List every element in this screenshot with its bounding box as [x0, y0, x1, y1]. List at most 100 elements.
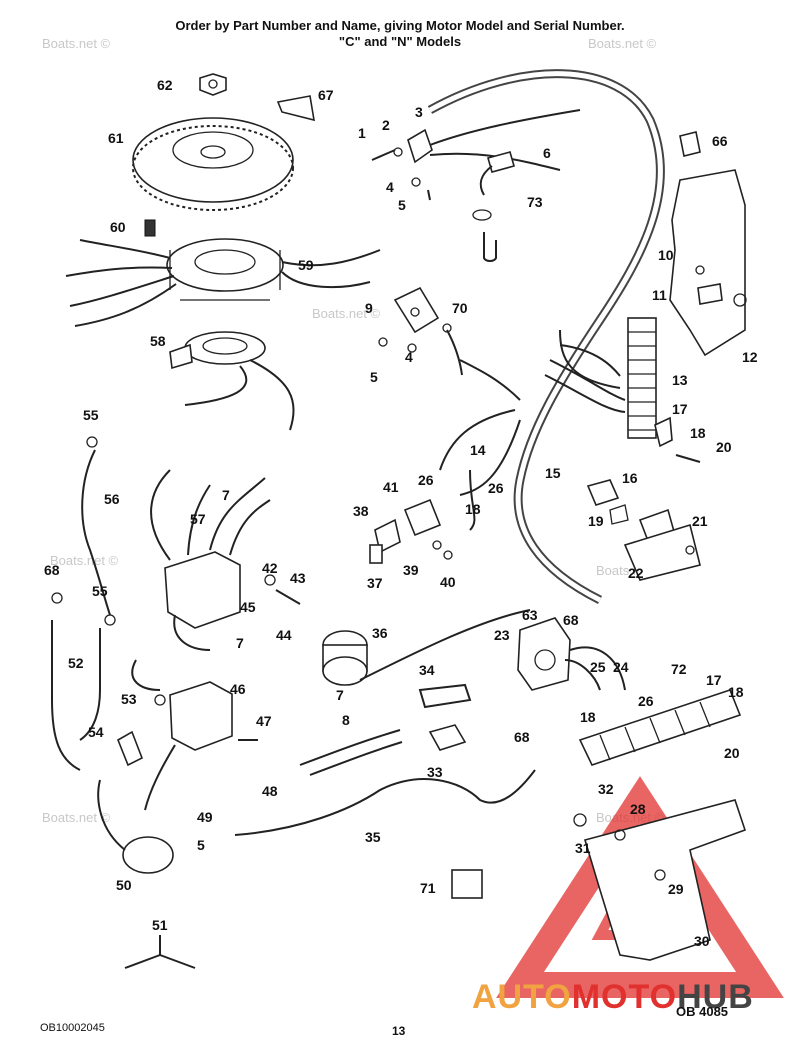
label-47: 47 — [256, 713, 272, 729]
lead-34 — [418, 683, 472, 709]
label-17b: 17 — [706, 672, 722, 688]
harness-lower — [234, 769, 536, 836]
label-18c: 18 — [728, 684, 744, 700]
label-26: 26 — [418, 472, 434, 488]
label-52: 52 — [68, 655, 84, 671]
label-51: 51 — [152, 917, 168, 933]
switch-assembly — [369, 498, 453, 564]
label-29: 29 — [668, 881, 684, 897]
label-7c: 7 — [336, 687, 344, 703]
label-23: 23 — [494, 627, 510, 643]
label-48: 48 — [262, 783, 278, 799]
nut — [199, 73, 227, 96]
terminal-bar — [578, 689, 742, 766]
label-24: 24 — [613, 659, 629, 675]
label-7: 7 — [222, 487, 230, 503]
label-68c: 68 — [514, 729, 530, 745]
label-68b: 68 — [563, 612, 579, 628]
starter-solenoid — [517, 617, 626, 691]
svg-text:Boats.net ©: Boats.net © — [588, 36, 657, 51]
label-8: 8 — [342, 712, 350, 728]
label-71: 71 — [420, 880, 436, 896]
label-26c: 26 — [638, 693, 654, 709]
charge-coil — [169, 331, 295, 431]
logo-hub: HUB — [677, 978, 754, 1016]
label-49: 49 — [197, 809, 213, 825]
screw — [144, 219, 156, 237]
label-37: 37 — [367, 575, 383, 591]
label-44: 44 — [276, 627, 292, 643]
label-46: 46 — [230, 681, 246, 697]
label-1: 1 — [358, 125, 366, 141]
label-55b: 55 — [92, 583, 108, 599]
svg-text:Boats.net ©: Boats.net © — [312, 306, 381, 321]
ignition-coil — [322, 609, 531, 686]
neutral-switch — [472, 151, 515, 262]
footer-ob-code: OB 4085 — [676, 1004, 729, 1019]
label-20b: 20 — [724, 745, 740, 761]
label-34: 34 — [419, 662, 435, 678]
label-22: 22 — [628, 565, 644, 581]
label-73: 73 — [527, 194, 543, 210]
label-6: 6 — [543, 145, 551, 161]
label-70: 70 — [452, 300, 468, 316]
label-26b: 26 — [488, 480, 504, 496]
label-62: 62 — [157, 77, 173, 93]
label-18: 18 — [690, 425, 706, 441]
label-21: 21 — [692, 513, 708, 529]
ground-leads — [51, 436, 116, 771]
label-25: 25 — [590, 659, 606, 675]
label-19: 19 — [588, 513, 604, 529]
label-10: 10 — [658, 247, 674, 263]
mounting-bracket — [669, 131, 747, 357]
label-16: 16 — [622, 470, 638, 486]
header-line-1: Order by Part Number and Name, giving Mo… — [175, 18, 625, 33]
label-7b: 7 — [236, 635, 244, 651]
label-12: 12 — [742, 349, 758, 365]
label-39: 39 — [403, 562, 419, 578]
page-number: 13 — [392, 1024, 406, 1038]
header-line-2: "C" and "N" Models — [338, 34, 462, 49]
label-5c: 5 — [197, 837, 205, 853]
tag — [451, 869, 483, 899]
label-72: 72 — [671, 661, 687, 677]
label-66: 66 — [712, 133, 728, 149]
label-57: 57 — [190, 511, 206, 527]
label-17: 17 — [672, 401, 688, 417]
label-5: 5 — [398, 197, 406, 213]
clamp — [428, 724, 467, 751]
label-58: 58 — [150, 333, 166, 349]
label-41: 41 — [383, 479, 399, 495]
label-4b: 4 — [405, 349, 413, 365]
label-15: 15 — [545, 465, 561, 481]
label-13: 13 — [672, 372, 688, 388]
label-32: 32 — [598, 781, 614, 797]
svg-text:Boats.net ©: Boats.net © — [42, 810, 111, 825]
label-20: 20 — [716, 439, 732, 455]
label-9: 9 — [365, 300, 373, 316]
label-33: 33 — [427, 764, 443, 780]
label-59: 59 — [298, 257, 314, 273]
clip — [124, 935, 196, 969]
label-28: 28 — [630, 801, 646, 817]
label-61: 61 — [108, 130, 124, 146]
label-30: 30 — [694, 933, 710, 949]
label-68: 68 — [44, 562, 60, 578]
label-45: 45 — [240, 599, 256, 615]
logo-auto: AUTO — [472, 978, 572, 1016]
label-18b: 18 — [465, 501, 481, 517]
lead-pair — [299, 729, 403, 776]
label-60: 60 — [110, 219, 126, 235]
label-35: 35 — [365, 829, 381, 845]
label-31: 31 — [575, 840, 591, 856]
label-63: 63 — [522, 607, 538, 623]
label-40: 40 — [440, 574, 456, 590]
boot — [116, 730, 144, 767]
terminal-strip — [627, 317, 657, 439]
svg-text:Boats.net ©: Boats.net © — [42, 36, 111, 51]
brand-logo: AUTOMOTOHUB — [472, 978, 754, 1017]
rectifier — [378, 286, 463, 376]
label-4: 4 — [386, 179, 394, 195]
label-55: 55 — [83, 407, 99, 423]
svg-text:Boats.net ©: Boats.net © — [50, 553, 119, 568]
